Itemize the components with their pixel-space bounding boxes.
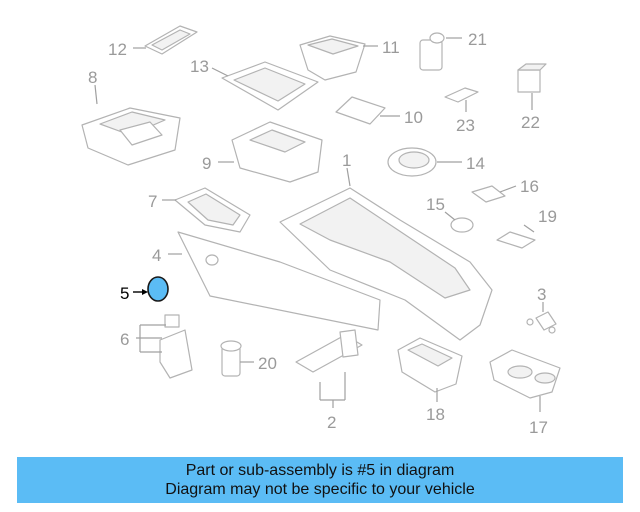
callout-1: 1 [342, 151, 351, 170]
part-4: 4 [152, 231, 381, 331]
part-15: 15 [426, 195, 474, 233]
banner-line-1: Part or sub-assembly is #5 in diagram [185, 462, 455, 479]
part-22: 22 [517, 63, 547, 132]
callout-17: 17 [529, 418, 548, 437]
part-12: 12 [108, 25, 198, 59]
callout-3: 3 [537, 285, 546, 304]
parts-diagram: 12 13 8 11 21 22 23 [81, 25, 561, 437]
callout-9: 9 [202, 154, 211, 173]
callout-15: 15 [426, 195, 445, 214]
callout-18: 18 [426, 405, 445, 424]
part-19: 19 [496, 207, 557, 249]
part-20: 20 [220, 340, 277, 377]
callout-2: 2 [327, 413, 336, 432]
callout-4: 4 [152, 246, 161, 265]
callout-19: 19 [538, 207, 557, 226]
callout-11: 11 [382, 38, 400, 57]
part-7: 7 [148, 187, 251, 233]
part-16: 16 [471, 177, 539, 203]
callout-23: 23 [456, 116, 475, 135]
part-5-highlight [147, 276, 169, 302]
part-18: 18 [397, 337, 463, 424]
part-2: 2 [295, 329, 363, 432]
callout-16: 16 [520, 177, 539, 196]
part-21: 21 [419, 30, 487, 71]
callout-13: 13 [190, 57, 209, 76]
part-11: 11 [299, 35, 400, 81]
callout-5: 5 [120, 284, 129, 303]
callout-8: 8 [88, 68, 97, 87]
part-1: 1 [279, 151, 493, 341]
info-banner: Part or sub-assembly is #5 in diagram Di… [17, 457, 623, 503]
part-14: 14 [387, 147, 485, 177]
callout-10: 10 [404, 108, 423, 127]
callout-6: 6 [120, 330, 129, 349]
part-3: 3 [526, 285, 557, 334]
part-9: 9 [202, 121, 323, 183]
part-5: 5 [120, 276, 169, 303]
callout-7: 7 [148, 192, 157, 211]
part-23: 23 [444, 87, 479, 135]
part-8: 8 [81, 68, 181, 166]
part-6: 6 [120, 314, 193, 379]
part-17: 17 [489, 349, 561, 437]
banner-line-2: Diagram may not be specific to your vehi… [165, 481, 475, 498]
callout-14: 14 [466, 154, 485, 173]
callout-22: 22 [521, 113, 540, 132]
callout-21: 21 [468, 30, 487, 49]
callout-20: 20 [258, 354, 277, 373]
callout-12: 12 [108, 40, 127, 59]
part-10: 10 [335, 96, 423, 127]
part-13: 13 [190, 57, 319, 111]
